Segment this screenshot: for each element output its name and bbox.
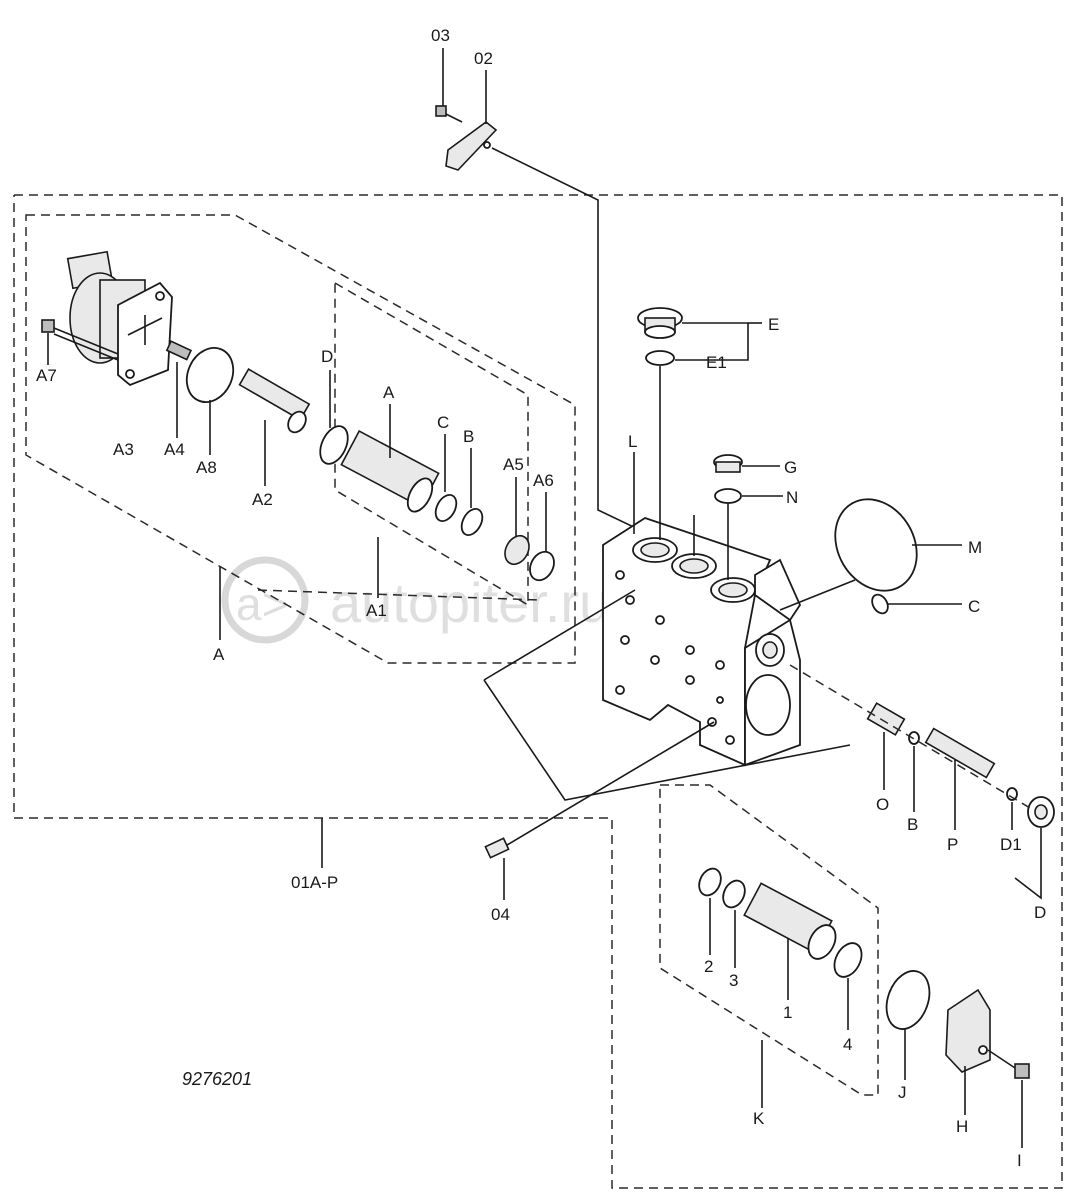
label-A2: A2 [252, 490, 273, 509]
label-O: O [876, 795, 889, 814]
watermark-text: autopiter.ru [330, 571, 610, 634]
label-A7: A7 [36, 366, 57, 385]
leader-01AP-arms [483, 679, 851, 801]
valve-body [602, 517, 802, 767]
axis-A [257, 589, 541, 601]
label-H: H [956, 1117, 968, 1136]
spool-1 [743, 882, 837, 960]
plug-D [1027, 796, 1055, 828]
label-G: G [784, 458, 797, 477]
label-J: J [898, 1083, 907, 1102]
oring-C-top [434, 494, 458, 522]
label-D1: D1 [1000, 835, 1022, 854]
sleeve-A [340, 430, 440, 513]
label-A-group: A [213, 645, 225, 664]
label-A1: A1 [366, 601, 387, 620]
leader-E [675, 322, 749, 361]
label-01AP: 01A-P [291, 873, 338, 892]
spring-A4 [165, 340, 193, 361]
label-D-right: D [1034, 903, 1046, 922]
group-boundary-K [659, 784, 879, 1096]
oring-J [885, 970, 931, 1030]
oring-D [319, 425, 349, 465]
watermark-logo-ring [221, 556, 309, 644]
cover-H [945, 988, 991, 1073]
oring-2 [698, 867, 722, 897]
label-2: 2 [704, 957, 713, 976]
label-A6: A6 [533, 471, 554, 490]
pin-04 [484, 837, 510, 859]
plate-02 [445, 120, 498, 171]
oring-B-right [908, 731, 920, 745]
label-C-right: C [968, 597, 980, 616]
oring-B-top [460, 508, 484, 536]
label-A3: A3 [113, 440, 134, 459]
pin-P [924, 727, 996, 779]
label-04: 04 [491, 905, 510, 924]
label-A-top: A [383, 383, 395, 402]
oring-D1 [1006, 787, 1018, 801]
screw-03 [435, 105, 463, 123]
seal-M [834, 498, 918, 592]
label-3: 3 [729, 971, 738, 990]
label-B-top: B [463, 427, 474, 446]
label-P: P [947, 835, 958, 854]
label-M: M [968, 538, 982, 557]
watermark-logo: a> [236, 578, 288, 630]
label-4: 4 [843, 1035, 852, 1054]
oring-C-right [871, 593, 889, 615]
label-02: 02 [474, 49, 493, 68]
oring-E1 [645, 350, 675, 366]
label-A5: A5 [503, 455, 524, 474]
axis-01AP [483, 589, 636, 681]
oring-3 [722, 879, 746, 909]
plug-E [637, 307, 683, 339]
label-03: 03 [431, 26, 450, 45]
axis-M [779, 579, 856, 611]
label-C-top: C [437, 413, 449, 432]
plug-G [713, 454, 743, 473]
label-A8: A8 [196, 458, 217, 477]
solenoid-A3 [66, 250, 173, 387]
spool-A2 [238, 368, 311, 434]
label-1: 1 [783, 1003, 792, 1022]
label-I: I [1017, 1151, 1022, 1170]
oring-A8 [185, 347, 235, 403]
axis-04 [506, 721, 715, 846]
label-A4: A4 [164, 440, 185, 459]
leader-02-to-body [491, 147, 641, 531]
ring-A6 [529, 550, 555, 582]
axis-OP [789, 664, 1031, 809]
group-boundary-A1 [334, 281, 529, 607]
oring-4 [833, 942, 863, 978]
label-K: K [753, 1109, 765, 1128]
label-N: N [786, 488, 798, 507]
drawing-number: 9276201 [182, 1069, 252, 1089]
bolt-A7 [41, 319, 119, 361]
group-boundary-A [25, 214, 576, 664]
label-E1: E1 [706, 353, 727, 372]
ring-N [714, 488, 742, 504]
watermark: a> autopiter.ru [221, 556, 610, 644]
bolt-I [987, 1049, 1030, 1079]
label-B-right: B [907, 815, 918, 834]
plug-A5 [504, 534, 530, 566]
label-E: E [768, 315, 779, 334]
label-L: L [628, 432, 637, 451]
label-D-top: D [321, 347, 333, 366]
leader-D-right [1014, 828, 1042, 900]
group-boundary-01AP [13, 194, 1063, 1189]
